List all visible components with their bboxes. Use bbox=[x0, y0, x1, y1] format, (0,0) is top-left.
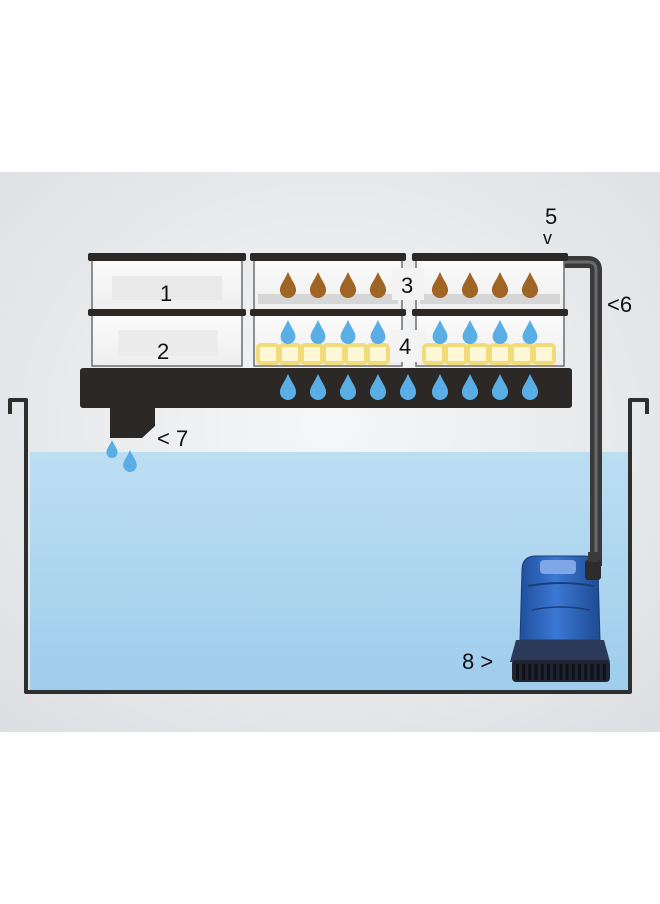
water-drop-icon bbox=[123, 450, 137, 472]
grill-slot bbox=[547, 664, 550, 680]
filter-box-2 bbox=[88, 309, 246, 367]
label-7: < 7 bbox=[157, 426, 188, 451]
water-drop-icon bbox=[279, 374, 297, 400]
water-drop-icon bbox=[310, 320, 326, 344]
label-3-patch bbox=[392, 268, 424, 300]
filter-media-block bbox=[278, 343, 302, 365]
grill-slot bbox=[565, 664, 569, 680]
water-drop-icon bbox=[279, 272, 297, 298]
water-drop-icon bbox=[431, 272, 449, 298]
blue-drop-row bbox=[280, 320, 538, 344]
filter-media-block bbox=[488, 343, 512, 365]
label-1: 1 bbox=[160, 281, 172, 306]
grill-slot bbox=[540, 664, 544, 680]
water-drop-icon bbox=[462, 320, 478, 344]
label-5-arrow: v bbox=[543, 228, 552, 248]
filter-media-block bbox=[300, 343, 324, 365]
filter-media-block bbox=[256, 343, 280, 365]
water-drop-icon bbox=[521, 374, 539, 400]
water-drop-icon bbox=[491, 272, 509, 298]
water-drop-icon bbox=[399, 374, 417, 400]
water-drop-icon bbox=[369, 272, 387, 298]
label-5: 5 bbox=[545, 204, 557, 229]
grill-slot bbox=[590, 664, 594, 680]
label-4-patch bbox=[390, 330, 426, 362]
water-drop-icon bbox=[370, 320, 386, 344]
grill-slot bbox=[553, 664, 557, 680]
grill-slot bbox=[559, 664, 563, 680]
filter-media-block bbox=[422, 343, 446, 365]
grill-slot bbox=[528, 664, 532, 680]
water-drop-icon bbox=[431, 374, 449, 400]
water-drop-icon bbox=[521, 272, 539, 298]
water-drop-icon bbox=[280, 320, 296, 344]
brown-drop-row bbox=[279, 272, 539, 298]
water-drop-icon bbox=[461, 374, 479, 400]
water-drop-icon bbox=[369, 374, 387, 400]
water-drop-icon bbox=[339, 272, 357, 298]
grill-slot bbox=[534, 664, 538, 680]
filter-media-block bbox=[444, 343, 468, 365]
filter-media-block bbox=[344, 343, 368, 365]
grill-slot bbox=[584, 664, 588, 680]
filter-media-block bbox=[322, 343, 346, 365]
water-drop-icon bbox=[309, 272, 327, 298]
return-pipe bbox=[560, 256, 602, 566]
filter-box-1 bbox=[88, 253, 246, 311]
water-drop-icon bbox=[491, 374, 509, 400]
tray-drop-row bbox=[279, 374, 539, 400]
pump-intake-grill bbox=[516, 664, 606, 680]
filter-media-block bbox=[510, 343, 534, 365]
drip-tray bbox=[80, 368, 572, 438]
water-drop-icon bbox=[492, 320, 508, 344]
grill-slot bbox=[578, 664, 581, 680]
grill-slot bbox=[522, 664, 526, 680]
grill-slot bbox=[596, 664, 600, 680]
label-6: <6 bbox=[607, 292, 632, 317]
grill-slot bbox=[571, 664, 575, 680]
tank-outline bbox=[8, 398, 649, 694]
label-4: 4 bbox=[399, 334, 411, 359]
grill-slot bbox=[602, 664, 606, 680]
water-drop-icon bbox=[340, 320, 356, 344]
falling-drops bbox=[106, 440, 137, 472]
water-drop-icon bbox=[522, 320, 538, 344]
label-8: 8 > bbox=[462, 649, 493, 674]
label-3: 3 bbox=[401, 273, 413, 298]
filter-media-block bbox=[532, 343, 556, 365]
water-drop-icon bbox=[432, 320, 448, 344]
water-drop-icon bbox=[461, 272, 479, 298]
filter-media-row bbox=[256, 343, 556, 365]
label-2: 2 bbox=[157, 339, 169, 364]
water-drop-icon bbox=[106, 440, 118, 458]
filter-media-block bbox=[466, 343, 490, 365]
water-drop-icon bbox=[309, 374, 327, 400]
water-drop-icon bbox=[339, 374, 357, 400]
submersible-pump-icon bbox=[510, 552, 610, 682]
grill-slot bbox=[516, 664, 519, 680]
filter-media-block bbox=[366, 343, 390, 365]
